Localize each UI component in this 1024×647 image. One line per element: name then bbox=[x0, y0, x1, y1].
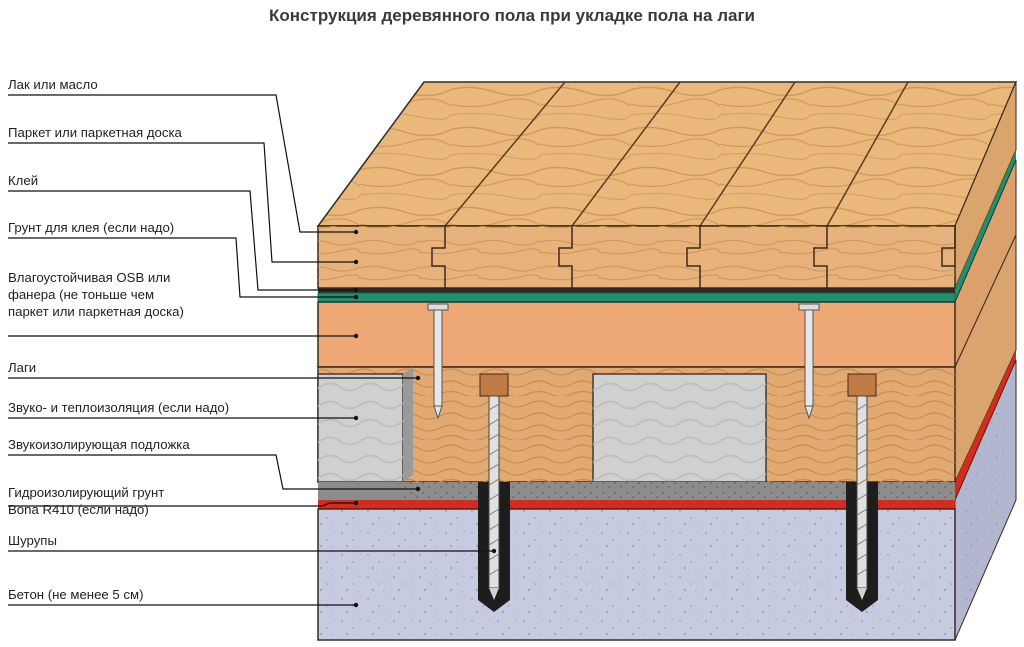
label-concrete: Бетон (не менее 5 см) bbox=[8, 587, 144, 602]
diagram-title: Конструкция деревянного пола при укладке… bbox=[269, 6, 755, 25]
label-waterproof: Гидроизолирующий грунт Bona R410 (если н… bbox=[8, 485, 165, 517]
osb-screw-right bbox=[798, 303, 820, 420]
label-osb: Влагоустойчивая OSB или фанера (не тоньш… bbox=[8, 270, 184, 319]
label-glue: Клей bbox=[8, 173, 39, 188]
glue-layer bbox=[318, 288, 955, 293]
waterproof-layer bbox=[318, 500, 955, 509]
parquet-front-layer bbox=[317, 225, 956, 289]
label-joists: Лаги bbox=[8, 360, 37, 375]
label-screws: Шурупы bbox=[8, 533, 57, 548]
osb-screw-left bbox=[427, 303, 449, 420]
label-parquet: Паркет или паркетная доска bbox=[8, 125, 182, 140]
anchor-screw-left bbox=[478, 373, 510, 612]
anchor-screw-right bbox=[846, 373, 878, 612]
leader-lines bbox=[8, 94, 494, 606]
label-underlay: Звукоизолирующая подложка bbox=[8, 437, 190, 452]
right-side-face bbox=[954, 81, 1017, 641]
osb-layer bbox=[317, 301, 956, 368]
label-lacquer: Лак или масло bbox=[8, 77, 98, 92]
leader-dots bbox=[353, 229, 497, 608]
label-insulation: Звуко- и теплоизоляция (если надо) bbox=[8, 400, 230, 415]
parquet-top-surface bbox=[316, 81, 1018, 227]
label-primer: Грунт для клея (если надо) bbox=[8, 220, 175, 235]
primer-layer bbox=[317, 292, 956, 303]
